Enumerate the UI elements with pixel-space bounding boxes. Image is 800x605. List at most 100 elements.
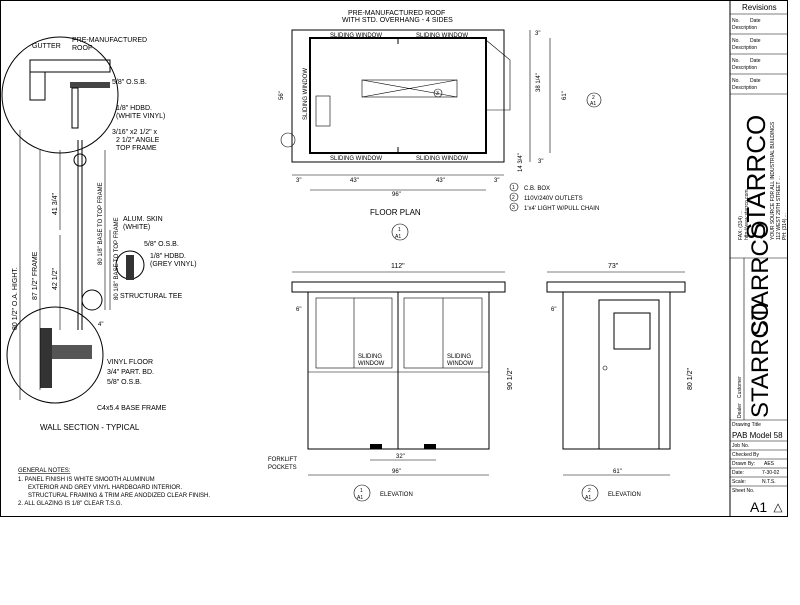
rev3-date: Date [750,58,761,64]
tee-label: STRUCTURAL TEE [120,293,183,300]
osb-mid-label: 5/8" O.S.B. [144,241,179,248]
window-left: SLIDING WINDOW [303,68,309,120]
legend-item-3: 1'x4' LIGHT W/PULL CHAIN [524,206,599,212]
overall-width: 96" [392,192,401,198]
front-roof [291,281,506,293]
front-base-width: 96" [392,469,401,475]
forklift-label-1: FORKLIFT [268,457,297,463]
gutter-shape [29,72,46,101]
roof-label-2: ROOF [72,45,92,52]
dim-right-0: 3" [535,31,540,37]
light-fixture-x2 [361,79,458,98]
rev2-desc: Description [732,45,757,51]
rev2-no: No. [732,38,740,44]
note-1: 1. PANEL FINISH IS WHITE SMOOTH ALUMINUM [18,477,155,483]
wall-section: GUTTER PRE-MANUFACTURED ROOF 5/8" O.S.B.… [1,36,197,432]
left-dim: 56" [279,91,285,100]
floor-plan-title: FLOOR PLAN [370,208,421,217]
angle-label-3: TOP FRAME [116,145,157,152]
rev3-desc: Description [732,65,757,71]
legend-icon-1 [509,182,519,192]
company-vert-2: STARRCO [747,302,774,418]
notes-heading: GENERAL NOTES: [18,468,71,474]
dim-right-1: 38 1/4" [536,73,542,92]
window-left-label-1: SLIDING [358,354,382,360]
d42-dim: 42 1/2" [52,268,59,290]
customer-label: Customer [737,376,743,398]
window-right-label-2: WINDOW [447,361,474,367]
side-elev-marker [581,484,599,502]
drawn-label: Drawn By: [732,461,755,467]
hdbd-top-label-1: 1/8" HDBD. [116,105,152,112]
side-door[interactable] [598,299,660,450]
d4-dim: 4" [98,322,103,328]
revision-rows: No. Date Description No. Date Descriptio… [730,18,788,95]
gutter-label: GUTTER [32,43,61,50]
skin-label-2: (WHITE) [123,224,150,231]
window-top-right: SLIDING WINDOW [416,33,468,39]
roof-outline [291,29,505,163]
cb-box [315,95,331,127]
wall-outline [309,37,487,154]
overall-height: 61" [562,91,568,100]
rev2-date: Date [750,38,761,44]
dim-bottom-1: 43" [350,178,359,184]
roof-label-1: PRE-MANUFACTURED [72,37,147,44]
wall-section-title: WALL SECTION - TYPICAL [40,423,140,432]
section-marker-2 [586,92,602,108]
base-top-dim-2: 80 1/8" BASE TO TOP FRAME [114,217,120,300]
drawing-label: Drawing Title [732,422,761,428]
side-elevation: 73" 6" 80 1/2" 61" 2 A1 ELEVATION [546,263,694,502]
side-elev-title: ELEVATION [608,492,641,498]
company-line-2: 112 WEST 29TH STREET ... [776,176,782,240]
angle-label-2: 2 1/2" ANGLE [116,137,160,144]
angle-label-1: 3/16" x2 1/2" x [112,129,158,136]
section-marker-2-sheet: A1 [590,101,596,107]
side-overall-width: 73" [608,263,619,270]
osb-top-label: 5/8" O.S.B. [112,79,147,86]
revisions-header: Revisions [742,3,777,12]
side-elev-marker-num: 2 [588,488,591,494]
general-notes: GENERAL NOTES: 1. PANEL FINISH IS WHITE … [18,468,210,507]
note-1b: EXTERIOR AND GREY VINYL HARDBOARD INTERI… [28,485,182,491]
door-knob[interactable] [602,365,608,371]
floor-plan-marker-num: 1 [398,227,401,233]
floor-layers [52,345,92,359]
section-marker-1 [280,132,296,148]
front-elev-marker-sheet: A1 [357,495,363,501]
bottom-detail-circle [6,306,104,404]
rev4-no: No. [732,78,740,84]
date-value: 7-30-02 [762,470,779,476]
hdbd-top-label-2: (WHITE VINYL) [116,113,165,120]
rev4-date: Date [750,78,761,84]
tee-detail-circle [81,289,103,311]
sheet-number: A1 [750,499,767,515]
hdbd-mid-label-1: 1/8" HDBD. [150,253,186,260]
rev4-desc: Description [732,85,757,91]
forklift-label-2: POCKETS [268,465,297,471]
title-block: Revisions No. Date Description No. Date … [730,3,788,515]
rev3-no: No. [732,58,740,64]
front-roof-dim: 6" [296,307,301,313]
section-marker-2-num: 2 [592,95,595,101]
osb-top-layer [70,82,110,88]
door-swing [485,39,511,111]
company-main: STARRCO [741,115,771,240]
base-label: C4x5.4 BASE FRAME [97,405,167,412]
scale-label: Scale: [732,479,746,485]
side-elev-marker-sheet: A1 [585,495,591,501]
legend-icon-2 [509,192,519,202]
dealer-label: Dealer [737,403,743,418]
osb-bot-label: 5/8" O.S.B. [107,379,142,386]
floor-label: VINYL FLOOR [107,359,153,366]
floor-plan-marker [391,223,409,241]
sheet-no-label: Sheet No. [732,488,754,494]
model-label: PAB Model 58 [732,431,783,440]
floor-plan-marker-sheet: A1 [395,234,401,240]
legend-item-1: C.B. BOX [524,186,550,192]
side-roof-dim: 6" [551,307,556,313]
company-line-1: YOUR SOURCE FOR ALL INDUSTRIAL BUILDINGS [770,121,776,240]
front-elev-marker [353,484,371,502]
legend-item-2: 110V/240V OUTLETS [524,196,583,202]
